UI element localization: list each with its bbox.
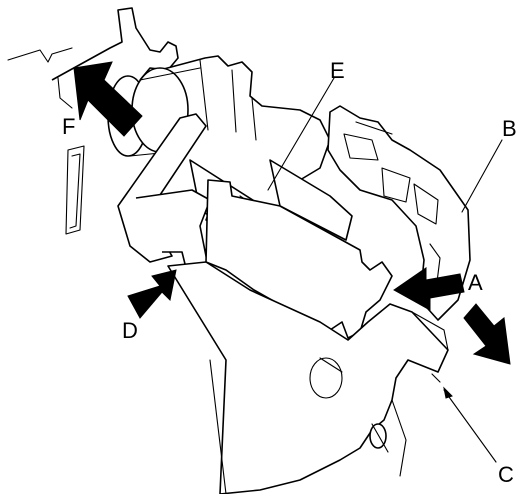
arrow-f [73,61,143,137]
label-f: F [62,114,75,139]
front-bracket [117,113,393,339]
lower-chassis [167,261,449,494]
release-lever [327,105,471,321]
arrow-release [463,303,511,365]
label-d: D [122,318,138,343]
leader-lines [267,77,503,463]
label-e: E [330,58,345,83]
label-b: B [502,116,517,141]
arrow-d [127,269,177,319]
label-c: C [498,462,514,487]
label-a: A [468,270,483,295]
arrow-a [393,267,465,311]
